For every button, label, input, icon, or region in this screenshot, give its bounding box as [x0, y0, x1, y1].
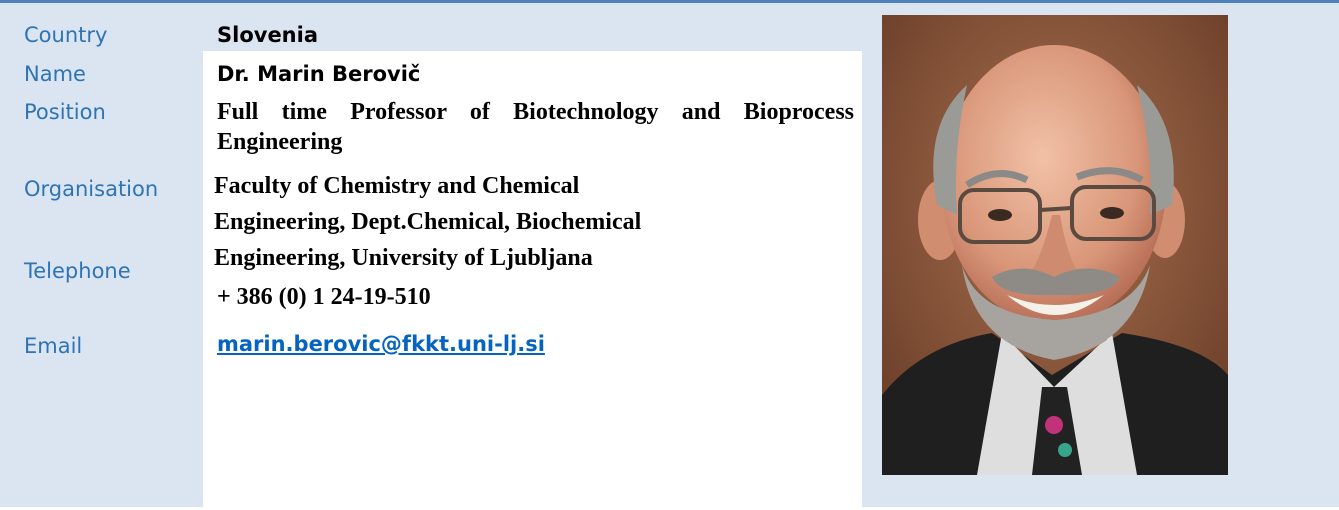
position-label: Position: [24, 100, 106, 124]
organisation-line: Engineering, University of Ljubljana: [214, 245, 593, 271]
portrait-photo: [882, 15, 1228, 475]
email-label: Email: [24, 334, 83, 358]
position-value: Full time Professor of Biotechnology and…: [217, 99, 854, 155]
telephone-label: Telephone: [24, 259, 131, 283]
email-value: marin.berovic@fkkt.uni-lj.si: [217, 332, 545, 356]
name-label: Name: [24, 62, 86, 86]
organisation-value: Faculty of Chemistry and Chemical Engine…: [203, 168, 862, 276]
portrait-photo-icon: [882, 15, 1228, 475]
country-value: Slovenia: [217, 23, 319, 47]
name-value: Dr. Marin Berovič: [203, 61, 862, 87]
organisation-line: Faculty of Chemistry and Chemical: [214, 173, 580, 199]
country-label: Country: [24, 23, 108, 47]
organisation-line: Engineering, Dept.Chemical, Biochemical: [214, 209, 642, 235]
telephone-value: + 386 (0) 1 24-19-510: [217, 284, 431, 310]
organisation-label: Organisation: [24, 177, 159, 201]
email-link[interactable]: marin.berovic@fkkt.uni-lj.si: [217, 332, 545, 356]
value-column-background: [203, 51, 862, 510]
